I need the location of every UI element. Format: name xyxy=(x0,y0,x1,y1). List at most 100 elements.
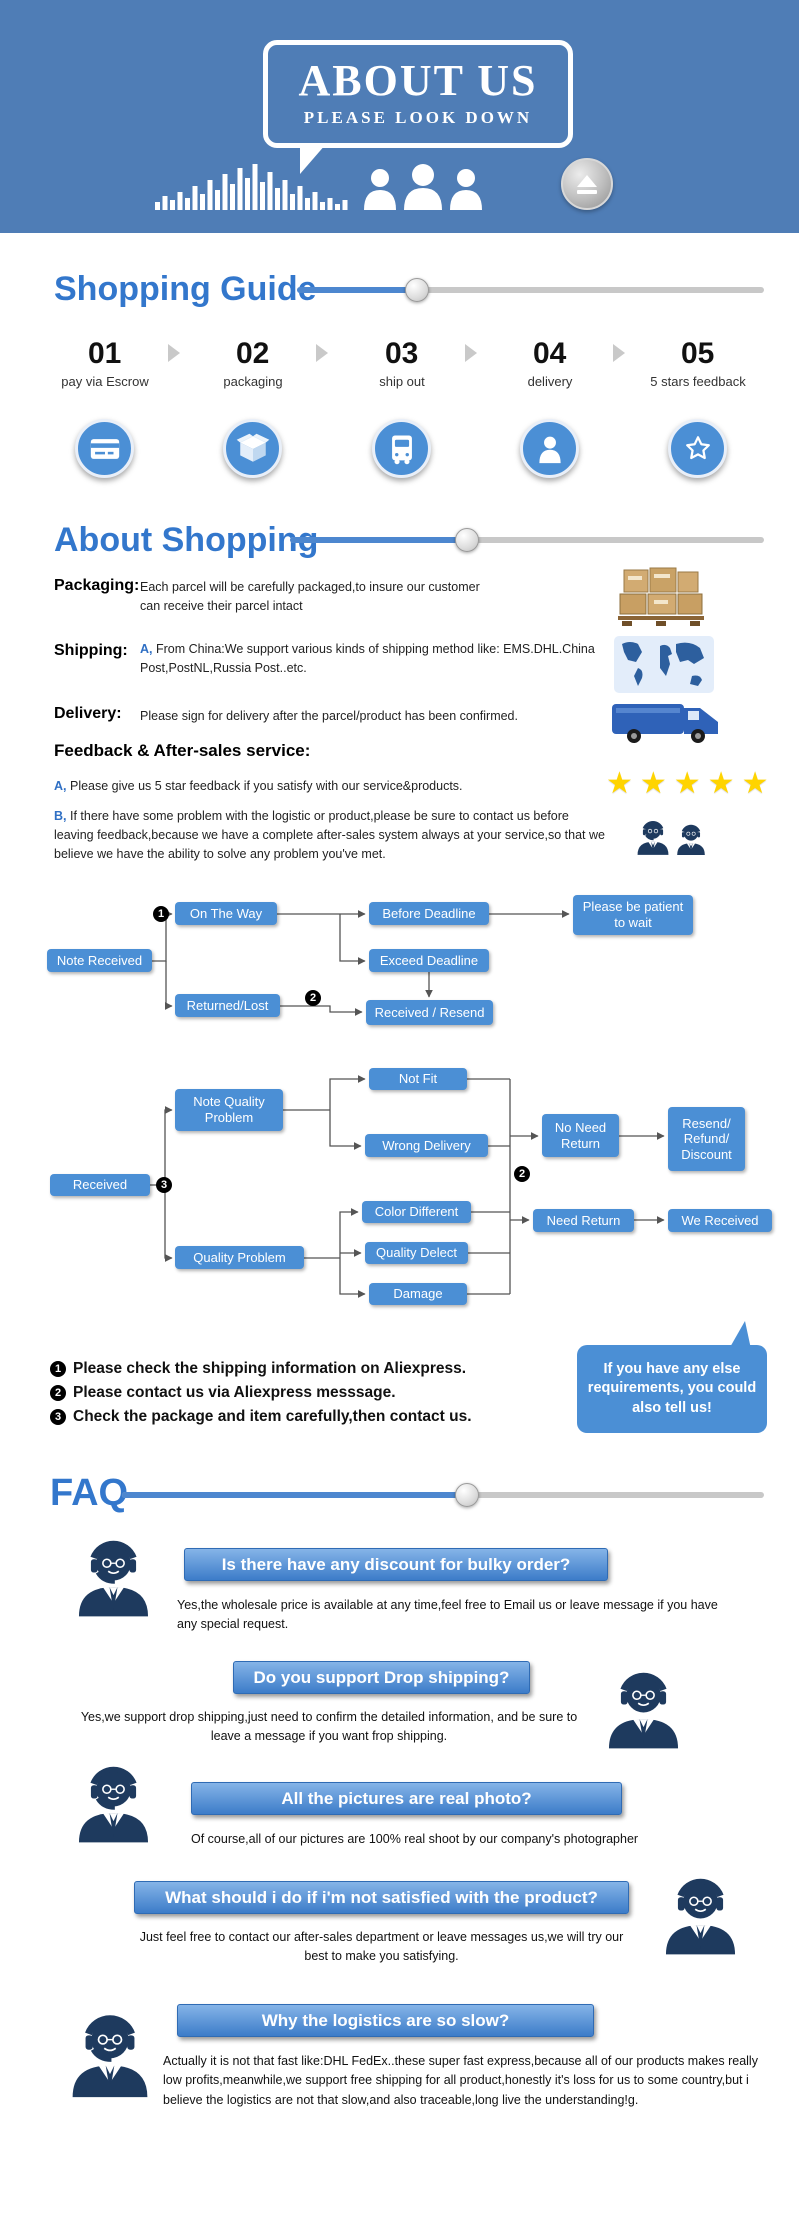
faq-question-bar: What should i do if i'm not satisfied wi… xyxy=(134,1881,629,1914)
slider-knob[interactable] xyxy=(405,278,429,302)
flow-node-quality-delect: Quality Delect xyxy=(365,1242,468,1264)
star-icon xyxy=(668,419,727,478)
pallet-boxes-image xyxy=(618,567,704,626)
feedback-a-prefix: A, xyxy=(54,779,67,793)
credit-card-icon xyxy=(75,419,134,478)
flow-node-note-quality: Note Quality Problem xyxy=(175,1089,283,1131)
flow-bullet-2: 2 xyxy=(514,1166,530,1182)
customer-service-icon xyxy=(658,1872,743,1957)
faq-question-bar: Do you support Drop shipping? xyxy=(233,1661,530,1694)
faq-question-bar: Why the logistics are so slow? xyxy=(177,2004,594,2037)
flow-node-color-different: Color Different xyxy=(362,1201,471,1223)
chevron-right-icon xyxy=(465,344,477,362)
step-number: 05 xyxy=(681,337,715,370)
faq-question-bar: All the pictures are real photo? xyxy=(191,1782,622,1815)
bus-icon xyxy=(372,419,431,478)
page-subtitle: PLEASE LOOK DOWN xyxy=(303,108,533,127)
faq-question-bar: Is there have any discount for bulky ord… xyxy=(184,1548,608,1581)
shipping-text: A, From China:We support various kinds o… xyxy=(140,642,595,675)
eject-button[interactable] xyxy=(561,158,613,210)
flow-node-received-resend: Received / Resend xyxy=(366,1000,493,1025)
flowchart-connectors xyxy=(150,1075,665,1298)
feedback-heading: Feedback & After-sales service: xyxy=(54,741,311,760)
flow-node-not-fit: Not Fit xyxy=(369,1068,467,1090)
page-title: ABOUT US xyxy=(298,56,538,105)
about-shopping-slider[interactable] xyxy=(290,528,764,552)
faq-answer: Just feel free to contact our after-sale… xyxy=(139,1930,624,1964)
step-number: 02 xyxy=(236,337,270,370)
faq-slider[interactable] xyxy=(122,1483,764,1507)
step-label: delivery xyxy=(527,374,573,389)
note-bullet: 2 xyxy=(50,1385,66,1401)
feedback-b-prefix: B, xyxy=(54,809,67,823)
slider-knob[interactable] xyxy=(455,528,479,552)
flow-node-quality-problem: Quality Problem xyxy=(175,1246,304,1269)
quality-flowchart: Not Fit Note Quality Problem Resend/ Ref… xyxy=(0,1060,799,1320)
slider-knob[interactable] xyxy=(455,1483,479,1507)
about-shopping-title: About Shopping xyxy=(54,521,319,559)
support-agents-icon xyxy=(634,818,708,856)
customer-service-icon xyxy=(64,2008,156,2100)
delivery-van-image xyxy=(612,704,718,743)
flow-node-no-need-return: No Need Return xyxy=(542,1114,619,1157)
flow-node-need-return: Need Return xyxy=(533,1209,634,1232)
flow-bullet-1: 1 xyxy=(153,906,169,922)
flow-node-wrong-delivery: Wrong Delivery xyxy=(365,1134,488,1157)
person-icon xyxy=(520,419,579,478)
chevron-right-icon xyxy=(613,344,625,362)
note-item: 3 Check the package and item carefully,t… xyxy=(50,1408,472,1426)
flowchart-connectors xyxy=(152,910,570,1016)
step-label: packaging xyxy=(223,374,283,389)
step-number: 03 xyxy=(385,337,419,370)
step-label: ship out xyxy=(379,374,425,389)
flow-node-damage: Damage xyxy=(369,1283,467,1305)
speech-bubble-tail xyxy=(300,144,326,174)
header-banner: ABOUT US PLEASE LOOK DOWN xyxy=(0,0,799,233)
shopping-guide-slider[interactable] xyxy=(297,278,764,302)
packaging-label: Packaging: xyxy=(54,577,140,594)
flow-node-on-the-way: On The Way xyxy=(175,902,277,925)
note-text: Please check the shipping information on… xyxy=(73,1360,467,1377)
customer-service-icon xyxy=(71,1534,156,1619)
eject-icon xyxy=(577,174,597,187)
shipping-label: Shipping: xyxy=(54,642,128,659)
equalizer-icon xyxy=(155,164,348,210)
requirements-bubble: If you have any else requirements, you c… xyxy=(577,1321,767,1433)
note-item: 2 Please contact us via Aliexpress messs… xyxy=(50,1384,396,1402)
faq-answer: Yes,we support drop shipping,just need t… xyxy=(80,1710,578,1744)
five-star-rating: ★★★★★ xyxy=(606,767,776,800)
delivery-label: Delivery: xyxy=(54,705,122,722)
flow-node-received: Received xyxy=(50,1174,150,1196)
step-label: 5 stars feedback xyxy=(650,374,746,389)
people-icon xyxy=(364,164,482,210)
faq-answer: Yes,the wholesale price is available at … xyxy=(177,1598,718,1632)
delivery-text: Please sign for delivery after the parce… xyxy=(140,709,518,723)
flow-node-before-deadline: Before Deadline xyxy=(369,902,489,925)
flow-bullet-2: 2 xyxy=(305,990,321,1006)
step-number: 04 xyxy=(533,337,567,370)
speech-bubble: ABOUT US PLEASE LOOK DOWN xyxy=(263,40,573,148)
packaging-text: Each parcel will be carefully packaged,t… xyxy=(140,580,480,613)
note-item: 1 Please check the shipping information … xyxy=(50,1360,466,1378)
shipping-flowchart: Note Received 1 On The Way Before Deadli… xyxy=(0,890,799,1040)
note-text: Check the package and item carefully,the… xyxy=(73,1408,472,1425)
flow-node-we-received: We Received xyxy=(668,1209,772,1232)
note-bullet: 3 xyxy=(50,1409,66,1425)
shipping-prefix: A, xyxy=(140,642,153,656)
flow-node-returned-lost: Returned/Lost xyxy=(175,994,280,1017)
customer-service-icon xyxy=(601,1666,686,1751)
flow-bullet-3: 3 xyxy=(156,1177,172,1193)
step-label: pay via Escrow xyxy=(61,374,149,389)
faq-answer: Actually it is not that fast like:DHL Fe… xyxy=(163,2054,758,2107)
faq-answer: Of course,all of our pictures are 100% r… xyxy=(191,1832,639,1846)
flow-node-resend-refund: Resend/ Refund/ Discount xyxy=(668,1107,745,1171)
world-map-image xyxy=(614,636,714,693)
note-bullet: 1 xyxy=(50,1361,66,1377)
flow-node-patient: Please be patient to wait xyxy=(573,895,693,935)
flow-node-exceed-deadline: Exceed Deadline xyxy=(369,949,489,972)
chevron-right-icon xyxy=(316,344,328,362)
customer-service-icon xyxy=(71,1760,156,1845)
faq-title: FAQ xyxy=(50,1472,129,1514)
feedback-a-text: A, Please give us 5 star feedback if you… xyxy=(54,779,463,793)
